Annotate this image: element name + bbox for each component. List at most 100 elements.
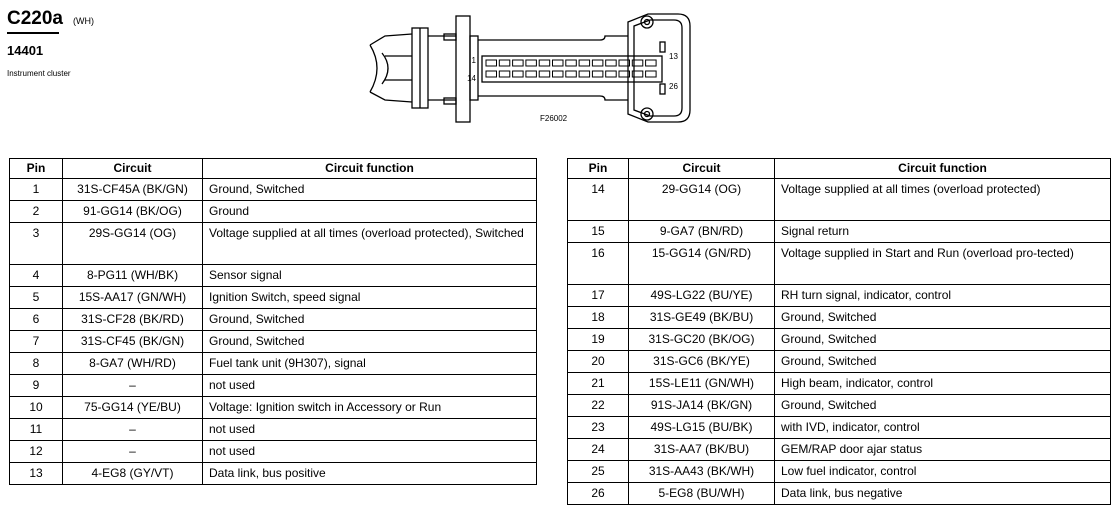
function-cell: Ground, Switched xyxy=(774,350,1111,373)
pin-cell: 7 xyxy=(9,330,63,353)
pin-cell: 6 xyxy=(9,308,63,331)
function-cell: GEM/RAP door ajar status xyxy=(774,438,1111,461)
pin-cavity xyxy=(485,59,497,67)
pin-cell: 12 xyxy=(9,440,63,463)
pin-cavity xyxy=(618,70,630,78)
function-cell: Data link, bus positive xyxy=(202,462,537,485)
pin-cell: 17 xyxy=(567,284,629,307)
function-cell: Ground, Switched xyxy=(202,330,537,353)
pin-cavity xyxy=(605,59,617,67)
function-cell: not used xyxy=(202,440,537,463)
pin-cavity xyxy=(565,70,577,78)
function-cell: Ground, Switched xyxy=(202,308,537,331)
pin-cavities xyxy=(485,59,657,78)
pin-cavity xyxy=(498,70,511,78)
function-cell: Data link, bus negative xyxy=(774,482,1111,505)
function-cell: High beam, indicator, control xyxy=(774,372,1111,395)
connector-id: C220a xyxy=(7,8,63,29)
pin-cell: 21 xyxy=(567,372,629,395)
pin-cell: 1 xyxy=(9,178,63,201)
circuit-cell: 31S-CF28 (BK/RD) xyxy=(62,308,203,331)
circuit-cell: 29-GG14 (OG) xyxy=(628,178,775,221)
title-underline xyxy=(7,32,59,34)
function-cell: Low fuel indicator, control xyxy=(774,460,1111,483)
function-cell: Voltage: Ignition switch in Accessory or… xyxy=(202,396,537,419)
circuit-cell: 31S-AA43 (BK/WH) xyxy=(628,460,775,483)
function-cell: Voltage supplied at all times (overload … xyxy=(774,178,1111,221)
pin-cavity xyxy=(538,59,551,67)
pin-label-1: 1 xyxy=(472,56,477,65)
table-row: 11–not used xyxy=(9,418,537,441)
circuit-cell: 31S-GC6 (BK/YE) xyxy=(628,350,775,373)
pin-cavity xyxy=(512,59,524,67)
circuit-cell: 15S-AA17 (GN/WH) xyxy=(62,286,203,309)
circuit-cell: 8-GA7 (WH/RD) xyxy=(62,352,203,375)
header-function: Circuit function xyxy=(774,158,1111,179)
title-row: C220a (WH) xyxy=(7,8,94,30)
pin-cavity xyxy=(552,59,564,67)
circuit-cell: 8-PG11 (WH/BK) xyxy=(62,264,203,287)
table-row: 12–not used xyxy=(9,440,537,463)
pin-cell: 13 xyxy=(9,462,63,485)
pin-cell: 8 xyxy=(9,352,63,375)
function-cell: RH turn signal, indicator, control xyxy=(774,284,1111,307)
connector-color-code: (WH) xyxy=(73,16,94,26)
pin-cavity xyxy=(578,70,591,78)
pin-cavity xyxy=(618,59,630,67)
pin-cell: 11 xyxy=(9,418,63,441)
function-cell: Voltage supplied at all times (overload … xyxy=(202,222,537,265)
circuit-cell: 31S-GE49 (BK/BU) xyxy=(628,306,775,329)
pin-cavity xyxy=(525,59,537,67)
pin-cavity xyxy=(485,70,497,78)
pin-cell: 24 xyxy=(567,438,629,461)
pin-cell: 3 xyxy=(9,222,63,265)
pin-cell: 14 xyxy=(567,178,629,221)
circuit-cell: 29S-GG14 (OG) xyxy=(62,222,203,265)
pin-cell: 22 xyxy=(567,394,629,417)
header-circuit: Circuit xyxy=(628,158,775,179)
connector-drawing: 1 14 13 26 F26002 xyxy=(369,13,691,123)
pin-label-26: 26 xyxy=(669,82,678,91)
pin-cavity xyxy=(565,59,577,67)
pin-cavity xyxy=(512,70,524,78)
function-cell: not used xyxy=(202,418,537,441)
pin-label-14: 14 xyxy=(467,74,476,83)
function-cell: Ground, Switched xyxy=(774,394,1111,417)
function-cell: Fuel tank unit (9H307), signal xyxy=(202,352,537,375)
pin-cell: 10 xyxy=(9,396,63,419)
function-cell: with IVD, indicator, control xyxy=(774,416,1111,439)
pin-cell: 26 xyxy=(567,482,629,505)
header-pin: Pin xyxy=(9,158,63,179)
pin-cell: 15 xyxy=(567,220,629,243)
circuit-cell: 4-EG8 (GY/VT) xyxy=(62,462,203,485)
pin-cell: 19 xyxy=(567,328,629,351)
pin-cell: 16 xyxy=(567,242,629,285)
table-header-row: Pin Circuit Circuit function xyxy=(567,158,1111,179)
pin-cell: 5 xyxy=(9,286,63,309)
function-cell: Ground, Switched xyxy=(774,306,1111,329)
pin-cell: 23 xyxy=(567,416,629,439)
function-cell: Signal return xyxy=(774,220,1111,243)
pin-cavity xyxy=(591,59,604,67)
table-header-row: Pin Circuit Circuit function xyxy=(9,158,537,179)
pin-cell: 25 xyxy=(567,460,629,483)
pin-cell: 2 xyxy=(9,200,63,223)
